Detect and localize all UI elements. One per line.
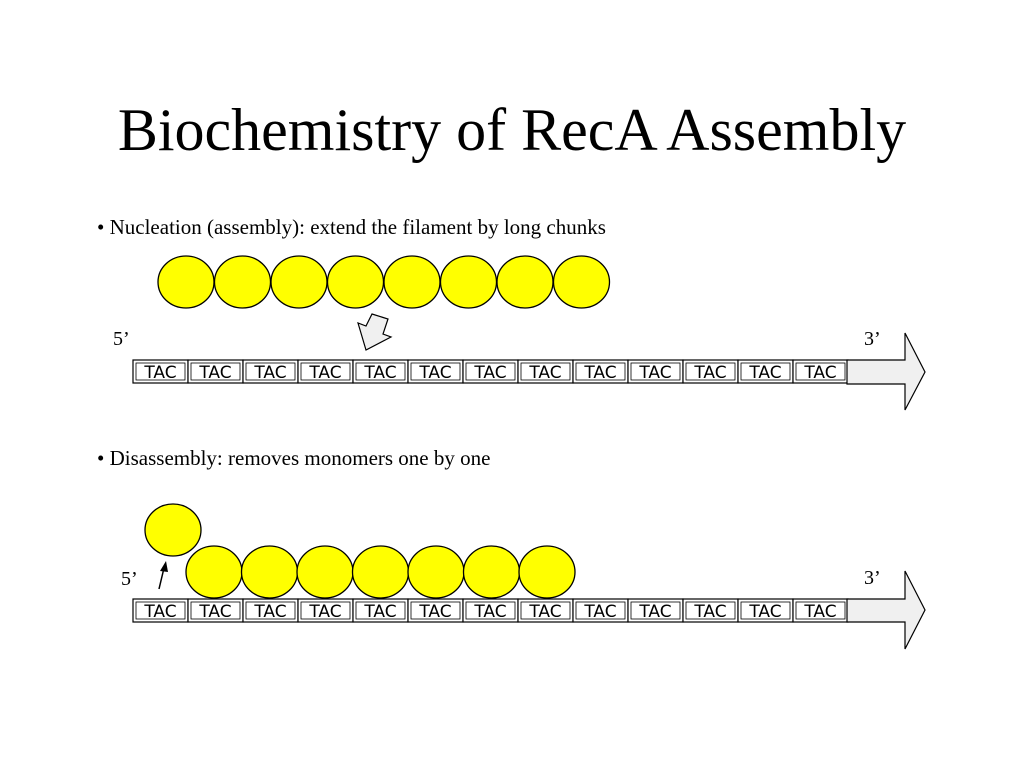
codon-box: TAC (682, 598, 739, 623)
codon-label: TAC (143, 602, 176, 622)
five-prime-label: 5’ (121, 568, 138, 590)
codon-box: TAC (737, 359, 794, 384)
reca-monomer (185, 545, 243, 599)
three-prime-label: 3’ (864, 567, 881, 589)
monomer-row-disassembly (185, 545, 576, 599)
codon-box: TAC (737, 598, 794, 623)
codon-box: TAC (462, 359, 519, 384)
codon-box: TAC (132, 359, 189, 384)
codon-label: TAC (198, 363, 231, 383)
codon-label: TAC (748, 602, 781, 622)
codon-label: TAC (418, 363, 451, 383)
codon-label: TAC (638, 602, 671, 622)
codon-label: TAC (253, 363, 286, 383)
codon-label: TAC (308, 363, 341, 383)
reca-monomer (240, 545, 299, 599)
codon-box: TAC (627, 359, 684, 384)
codon-box: TAC (517, 359, 574, 384)
codon-label: TAC (748, 363, 781, 383)
codon-label: TAC (803, 602, 836, 622)
three-prime-label: 3’ (864, 328, 881, 350)
reca-monomer (326, 255, 385, 309)
codon-label: TAC (198, 602, 231, 622)
reca-monomer (296, 545, 354, 599)
codon-box: TAC (682, 359, 739, 384)
codon-label: TAC (803, 363, 836, 383)
reca-monomer (351, 545, 410, 599)
dna-strand-disassembly: TAC TAC TAC TAC TAC TAC TAC TAC TAC TAC TAC TAC TAC (132, 598, 849, 623)
codon-label: TAC (363, 363, 396, 383)
codon-box: TAC (242, 598, 299, 623)
codon-box: TAC (407, 359, 464, 384)
codon-box: TAC (132, 598, 189, 623)
strand-direction-arrow (846, 332, 926, 411)
bullet-disassembly: • Disassembly: removes monomers one by o… (97, 446, 491, 470)
codon-label: TAC (583, 363, 616, 383)
codon-label: TAC (528, 363, 561, 383)
codon-box: TAC (517, 598, 574, 623)
codon-box: TAC (627, 598, 684, 623)
down-arrow-icon (357, 313, 393, 351)
codon-label: TAC (693, 602, 726, 622)
codon-box: TAC (792, 359, 849, 384)
reca-monomer (270, 255, 328, 309)
reca-monomer (383, 255, 441, 309)
codon-box: TAC (187, 598, 244, 623)
codon-box: TAC (242, 359, 299, 384)
up-arrow-icon (158, 561, 168, 590)
codon-label: TAC (308, 602, 341, 622)
five-prime-label: 5’ (113, 328, 130, 350)
reca-monomer (157, 255, 215, 309)
codon-box: TAC (352, 598, 409, 623)
codon-box: TAC (352, 359, 409, 384)
reca-monomer (144, 503, 202, 557)
reca-monomer (518, 545, 576, 599)
codon-box: TAC (187, 359, 244, 384)
released-monomer (144, 503, 202, 557)
codon-label: TAC (693, 363, 726, 383)
codon-label: TAC (473, 602, 506, 622)
reca-monomer (213, 255, 272, 309)
codon-label: TAC (418, 602, 451, 622)
codon-box: TAC (407, 598, 464, 623)
codon-label: TAC (528, 602, 561, 622)
bullet-nucleation: • Nucleation (assembly): extend the fila… (97, 215, 606, 239)
codon-label: TAC (583, 602, 616, 622)
codon-label: TAC (638, 363, 671, 383)
codon-label: TAC (473, 363, 506, 383)
codon-label: TAC (363, 602, 396, 622)
codon-label: TAC (253, 602, 286, 622)
monomer-row-assembly (157, 255, 611, 309)
reca-monomer (407, 545, 465, 599)
codon-box: TAC (297, 598, 354, 623)
codon-box: TAC (297, 359, 354, 384)
dna-strand-assembly: TAC TAC TAC TAC TAC TAC TAC TAC TAC TAC TAC TAC TAC (132, 359, 849, 384)
reca-monomer (439, 255, 498, 309)
slide-title: Biochemistry of RecA Assembly (117, 97, 907, 163)
reca-monomer (462, 545, 521, 599)
codon-box: TAC (572, 598, 629, 623)
reca-monomer (552, 255, 611, 309)
reca-monomer (496, 255, 554, 309)
codon-box: TAC (792, 598, 849, 623)
codon-box: TAC (572, 359, 629, 384)
strand-direction-arrow (846, 570, 926, 650)
codon-label: TAC (143, 363, 176, 383)
codon-box: TAC (462, 598, 519, 623)
